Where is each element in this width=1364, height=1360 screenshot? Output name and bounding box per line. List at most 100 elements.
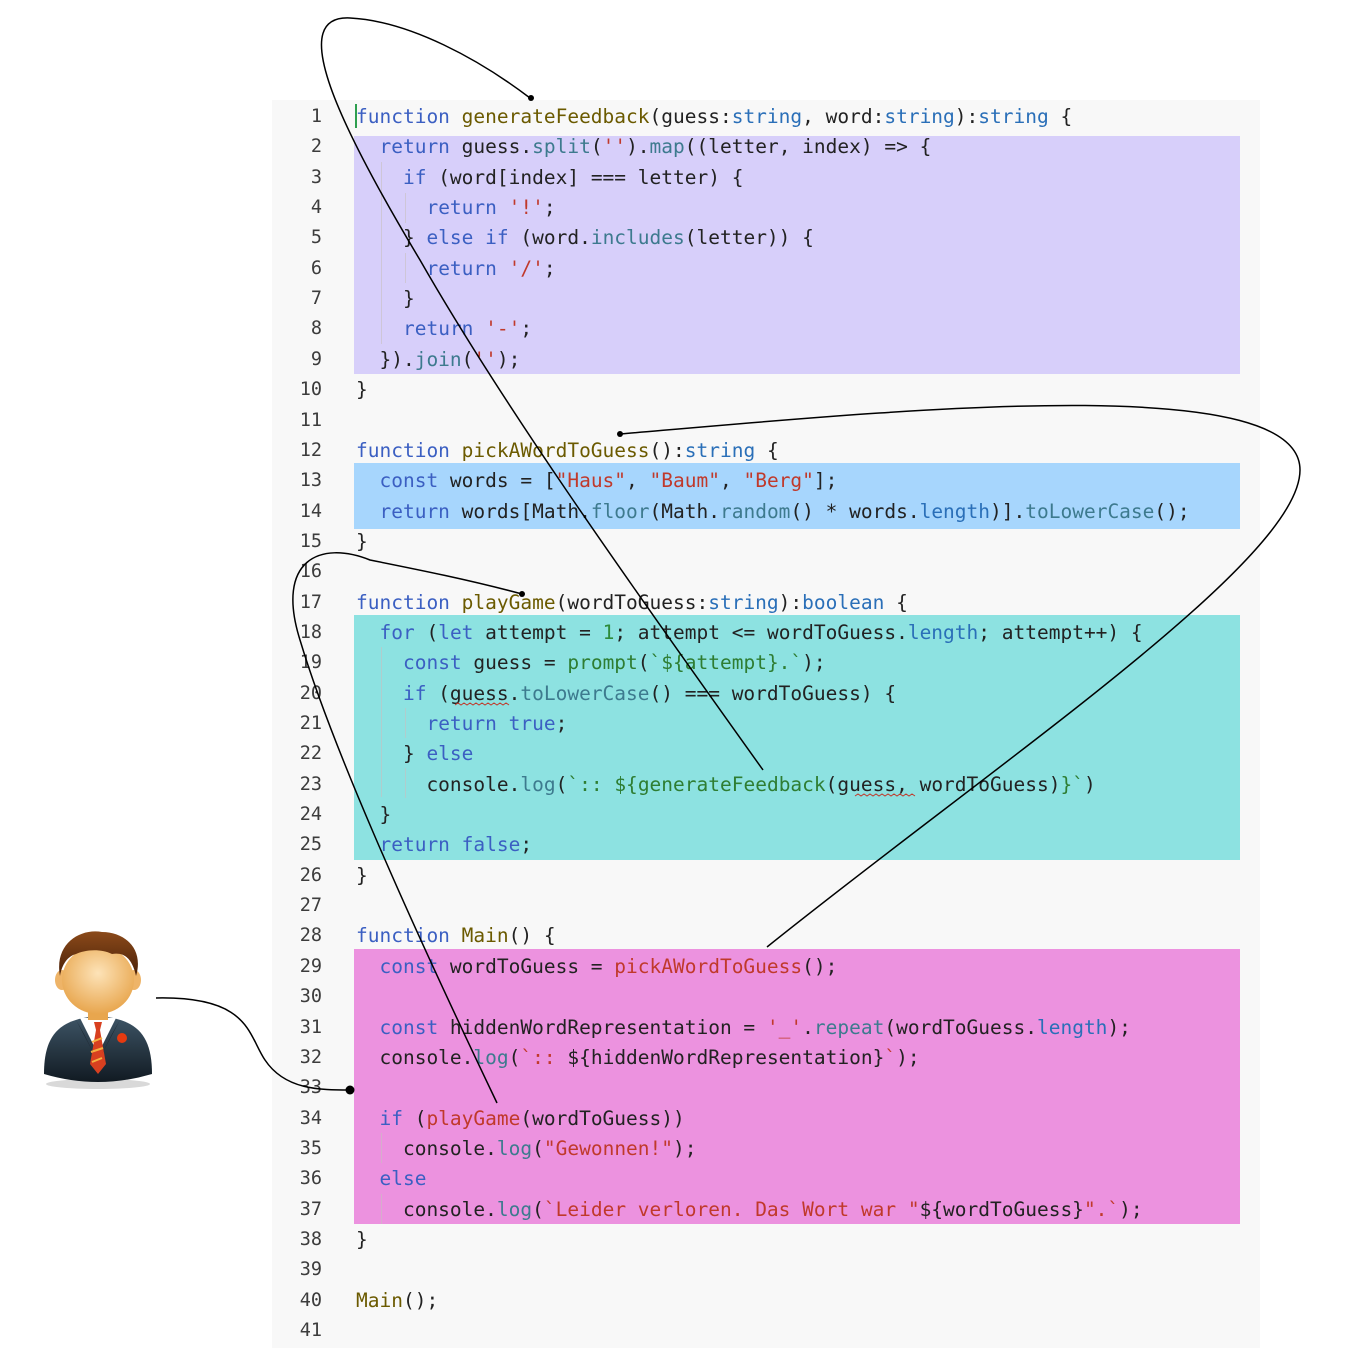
- code-token: generateFeedback: [637, 772, 826, 796]
- code-token: ): [1083, 772, 1096, 796]
- code-token: log: [496, 1197, 533, 1221]
- line-number: 5: [310, 227, 322, 249]
- code-token: }: [356, 742, 427, 766]
- line-number: 27: [299, 895, 322, 917]
- code-token: }: [356, 287, 415, 311]
- code-token: split: [532, 135, 591, 159]
- code-text: console.log("Gewonnen!");: [356, 1134, 697, 1164]
- code-line: 9 }).join('');: [0, 345, 1364, 375]
- code-line: 4 return '!';: [0, 193, 1364, 223]
- code-token: words = [: [438, 469, 556, 493]
- code-token: ,: [626, 469, 650, 493]
- code-token: }: [356, 803, 392, 827]
- line-number: 17: [299, 591, 322, 613]
- code-text: }: [356, 527, 368, 557]
- code-line: 25 return false;: [0, 830, 1364, 860]
- line-number: 1: [310, 106, 322, 127]
- code-line: 2 return guess.split('').map((letter, in…: [0, 132, 1364, 162]
- code-line: 37 console.log(`Leider verloren. Das Wor…: [0, 1195, 1364, 1225]
- line-number: 12: [299, 439, 322, 461]
- code-token: const: [379, 954, 439, 978]
- code-token: console.: [356, 772, 521, 796]
- code-token: );: [496, 347, 521, 371]
- line-number: 3: [310, 166, 322, 188]
- code-token: ${wordToGuess}: [919, 1197, 1084, 1221]
- line-number: 16: [299, 561, 322, 583]
- code-token: hiddenWordRepresentation =: [438, 1015, 767, 1039]
- code-line: 16: [0, 557, 1364, 587]
- code-token: ).: [626, 135, 650, 159]
- code-text: return words[Math.floor(Math.random() * …: [356, 497, 1189, 527]
- code-line: 36 else: [0, 1164, 1364, 1194]
- code-token: pickAWordToGuess: [461, 438, 650, 462]
- code-token: playGame: [426, 1106, 521, 1130]
- code-token: length: [907, 620, 979, 644]
- line-number: 11: [299, 409, 322, 431]
- user-avatar-icon: [44, 931, 152, 1089]
- code-token: "Gewonnen!": [543, 1136, 674, 1160]
- code-token: ):: [778, 590, 803, 614]
- code-token: ".`: [1083, 1197, 1120, 1221]
- line-number: 18: [299, 621, 322, 643]
- code-token: ; attempt++) {: [978, 620, 1143, 644]
- code-token: (word[index] === letter) {: [426, 165, 744, 189]
- code-token: (Math.: [649, 499, 720, 523]
- code-text: function generateFeedback(guess:string, …: [356, 102, 1072, 132]
- code-token: (: [637, 651, 650, 675]
- code-token: '': [602, 135, 627, 159]
- code-token: else: [379, 1167, 427, 1191]
- indent-guide: [381, 162, 382, 344]
- code-line: 31 const hiddenWordRepresentation = '_'.…: [0, 1013, 1364, 1043]
- code-line: 8 return '-';: [0, 314, 1364, 344]
- line-number: 6: [310, 257, 322, 279]
- code-line: 29 const wordToGuess = pickAWordToGuess(…: [0, 952, 1364, 982]
- line-number: 22: [299, 743, 322, 765]
- code-token: }: [356, 1227, 368, 1251]
- code-token: }: [356, 226, 427, 250]
- indent-guide: [381, 1194, 382, 1224]
- line-number: 28: [299, 925, 322, 947]
- lint-squiggle: [854, 793, 916, 797]
- code-line: 26}: [0, 861, 1364, 891]
- code-line: 39: [0, 1255, 1364, 1285]
- code-token: for: [379, 620, 415, 644]
- code-token: );: [1107, 1015, 1131, 1039]
- code-line: 32 console.log(`:: ${hiddenWordRepresent…: [0, 1043, 1364, 1073]
- code-text: const wordToGuess = pickAWordToGuess();: [356, 952, 837, 982]
- code-text: const guess = prompt(`${attempt}.`);: [356, 648, 826, 678]
- line-number: 14: [299, 500, 322, 522]
- code-token: pickAWordToGuess: [614, 954, 803, 978]
- code-token: console.: [356, 1197, 497, 1221]
- code-token: ();: [802, 954, 838, 978]
- code-token: attempt =: [473, 620, 603, 644]
- line-number: 10: [299, 379, 322, 401]
- code-token: string: [708, 590, 779, 614]
- indent-guide: [405, 708, 406, 738]
- code-token: ; attempt <= wordToGuess.: [614, 620, 908, 644]
- code-token: if: [402, 165, 427, 189]
- code-line: 23 console.log(`:: ${generateFeedback(gu…: [0, 770, 1364, 800]
- code-token: generateFeedback: [461, 105, 650, 128]
- code-text: return '/';: [356, 254, 555, 284]
- code-token: prompt: [567, 651, 638, 675]
- code-text: } else if (word.includes(letter)) {: [356, 223, 814, 253]
- indent-guide: [405, 193, 406, 223]
- code-token: '': [473, 347, 497, 371]
- code-token: ;: [555, 712, 568, 735]
- code-text: }: [356, 1225, 368, 1255]
- code-token: ;: [520, 317, 533, 341]
- code-token: log: [473, 1045, 509, 1069]
- code-text: if (word[index] === letter) {: [356, 163, 743, 193]
- code-token: Main: [461, 924, 509, 948]
- code-token: return: [379, 135, 450, 159]
- code-line: 13 const words = ["Haus", "Baum", "Berg"…: [0, 466, 1364, 496]
- code-token: string: [978, 105, 1049, 128]
- line-number: 37: [299, 1198, 322, 1220]
- code-token: else: [426, 742, 474, 766]
- code-line: 34 if (playGame(wordToGuess)): [0, 1104, 1364, 1134]
- code-text: if (playGame(wordToGuess)): [356, 1104, 684, 1134]
- code-line: 7 }: [0, 284, 1364, 314]
- line-number: 8: [310, 318, 322, 340]
- code-token: );: [1119, 1197, 1143, 1221]
